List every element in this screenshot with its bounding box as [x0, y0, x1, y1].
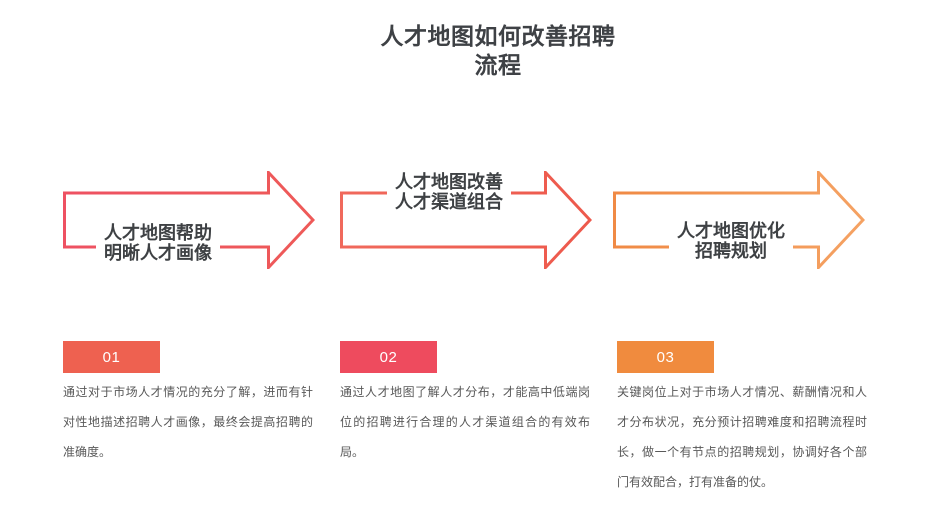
arrow-outline	[613, 171, 865, 269]
arrow-step-label-2: 人才地图改善 人才渠道组合	[387, 170, 511, 214]
step-description-2: 通过人才地图了解人才分布，才能高中低端岗位的招聘进行合理的人才渠道组合的有效布局…	[340, 385, 590, 459]
process-arrow-2	[340, 171, 592, 269]
step-description-1: 通过对于市场人才情况的充分了解，进而有针对性地描述招聘人才画像，最终会提高招聘的…	[63, 385, 313, 459]
arrow-step-label-1-line1: 人才地图帮助	[104, 223, 212, 243]
arrow-step-label-3-line2: 招聘规划	[695, 241, 767, 261]
step-number-badge-1: 01	[63, 341, 160, 373]
arrow-outline	[340, 171, 592, 269]
arrow-step-label-1: 人才地图帮助 明晰人才画像	[96, 221, 220, 265]
arrow-step-label-1-line2: 明晰人才画像	[104, 243, 212, 263]
step-number-badge-2: 02	[340, 341, 437, 373]
step-description-3: 关键岗位上对于市场人才情况、薪酬情况和人才分布状况，充分预计招聘难度和招聘流程时…	[617, 385, 867, 489]
arrow-step-label-2-line1: 人才地图改善	[395, 172, 503, 192]
step-number-badge-3: 03	[617, 341, 714, 373]
step-number-1: 01	[102, 348, 121, 366]
arrow-step-label-2-line2: 人才渠道组合	[395, 192, 503, 212]
step-number-2: 02	[379, 348, 398, 366]
slide-title: 人才地图如何改善招聘 流程	[298, 22, 698, 80]
arrow-step-label-3: 人才地图优化 招聘规划	[669, 219, 793, 263]
slide-title-line2: 流程	[474, 52, 522, 78]
step-number-3: 03	[656, 348, 675, 366]
slide-title-line1: 人才地图如何改善招聘	[380, 23, 616, 49]
arrow-step-label-3-line1: 人才地图优化	[677, 221, 785, 241]
process-arrow-3	[613, 171, 865, 269]
